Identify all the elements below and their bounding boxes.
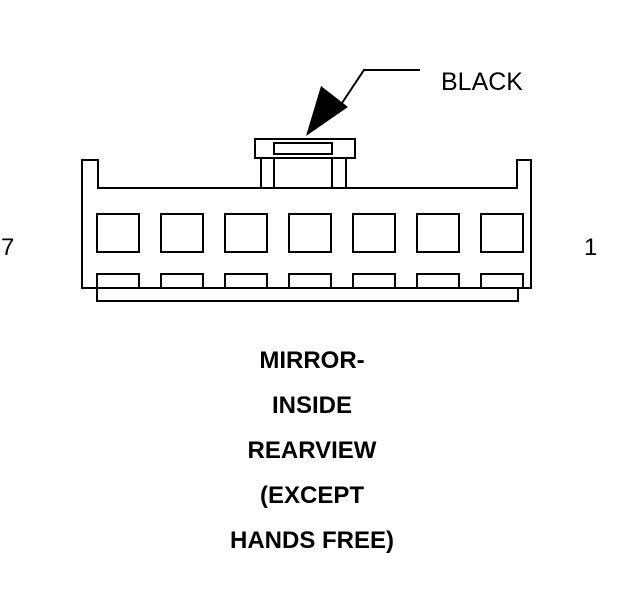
connector-body bbox=[81, 159, 532, 289]
title-line: HANDS FREE) bbox=[229, 527, 394, 554]
cavity-row bbox=[96, 213, 524, 253]
terminal-slot-row bbox=[96, 273, 524, 289]
leader-line bbox=[339, 69, 420, 107]
title-line: INSIDE bbox=[271, 392, 352, 419]
terminal-slot bbox=[224, 273, 268, 289]
terminal-slot bbox=[480, 273, 524, 289]
terminal-slot bbox=[160, 273, 204, 289]
terminal-slot bbox=[96, 273, 140, 289]
pin-number-right: 1 bbox=[584, 234, 598, 261]
connector-color-label: BLACK bbox=[441, 68, 523, 96]
title-line: MIRROR- bbox=[259, 347, 365, 374]
pin-cavity bbox=[352, 213, 396, 253]
pin-cavity bbox=[96, 213, 140, 253]
pin-cavity bbox=[480, 213, 524, 253]
terminal-slot bbox=[416, 273, 460, 289]
pin-cavity bbox=[160, 213, 204, 253]
pin-cavity bbox=[416, 213, 460, 253]
pin-number-left: 7 bbox=[1, 234, 15, 261]
pin-cavity bbox=[288, 213, 332, 253]
lock-tab bbox=[254, 138, 356, 188]
pin-cavity bbox=[224, 213, 268, 253]
arrow-head bbox=[306, 86, 348, 136]
connector-bottom-rail bbox=[96, 287, 519, 302]
terminal-slot bbox=[352, 273, 396, 289]
title-line: (EXCEPT bbox=[259, 482, 364, 509]
title-line: REARVIEW bbox=[247, 437, 377, 464]
terminal-slot bbox=[288, 273, 332, 289]
connector-title: MIRROR- INSIDE REARVIEW (EXCEPT HANDS FR… bbox=[0, 347, 624, 572]
